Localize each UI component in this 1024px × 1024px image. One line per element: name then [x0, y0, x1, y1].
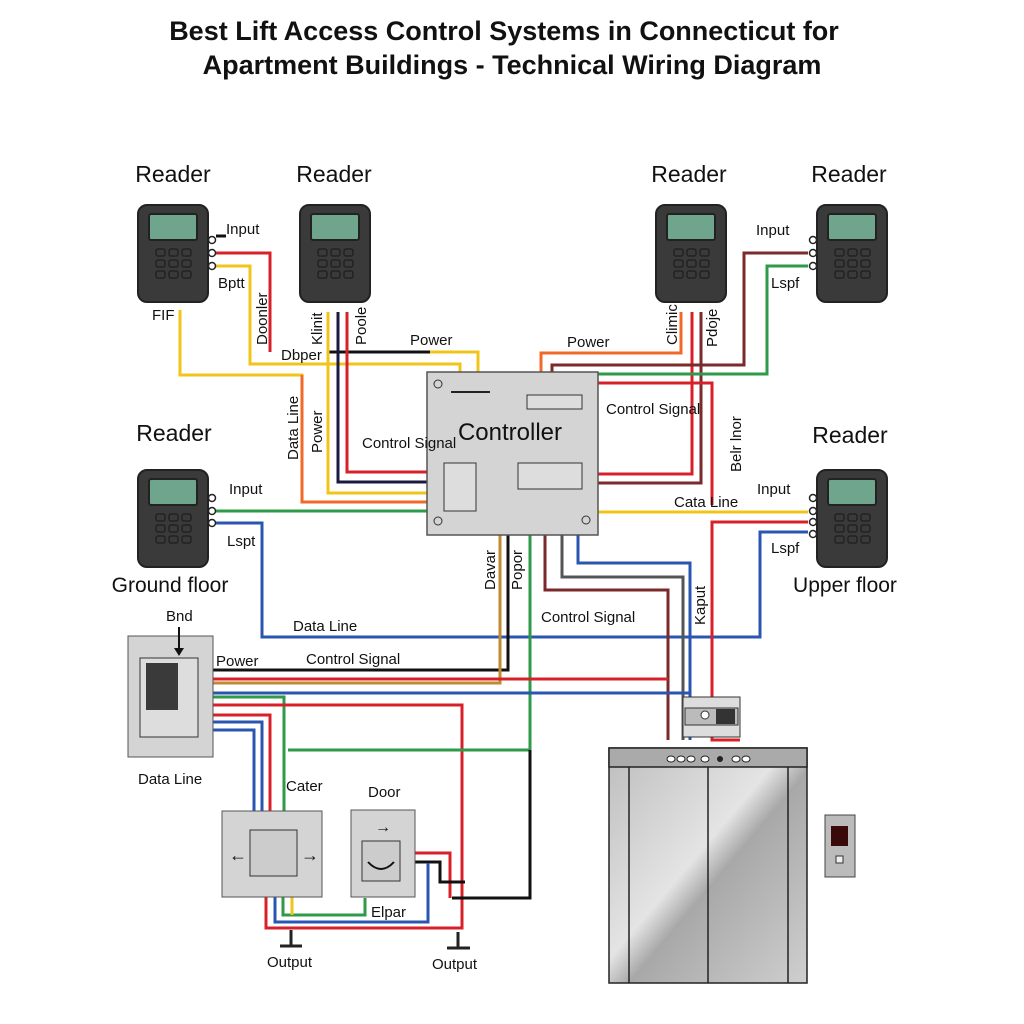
label-bnd: Bnd	[166, 608, 193, 625]
reader-6	[816, 469, 888, 568]
label-doonler: Doonler	[254, 292, 271, 345]
arrow-right-icon: →	[375, 819, 391, 836]
label-cater: Cater	[286, 778, 323, 795]
label-power-left: Power	[309, 410, 326, 453]
reader-6-label: Reader	[812, 422, 888, 448]
label-elpar: Elpar	[371, 904, 406, 921]
wire-labels: Input Bptt FIF Doonler Dbper Klinit Pool…	[138, 221, 800, 973]
label-climic: Climic	[664, 304, 681, 345]
title-line-2: Apartment Buildings - Technical Wiring D…	[203, 50, 822, 80]
access-panel	[127, 627, 214, 758]
arrow-right-icon: →	[301, 845, 319, 865]
reader-3	[655, 204, 727, 303]
label-r5-input: Input	[229, 481, 263, 498]
label-r4-input: Input	[756, 222, 790, 239]
label-panel-power: Power	[216, 653, 259, 670]
label-data-line-mid: Data Line	[293, 618, 357, 635]
reader-2	[299, 204, 371, 303]
label-r1-bptt: Bptt	[218, 275, 246, 292]
wires	[178, 234, 808, 950]
title-line-1: Best Lift Access Control Systems in Conn…	[169, 16, 839, 46]
upper-floor-label: Upper floor	[793, 574, 897, 597]
reader-5-label: Reader	[136, 420, 212, 446]
label-panel-data-line: Data Line	[138, 771, 202, 788]
label-r5-lspt: Lspt	[227, 533, 256, 550]
label-output-left: Output	[267, 954, 313, 971]
label-cata-line: Cata Line	[674, 494, 738, 511]
label-r6-input: Input	[757, 481, 791, 498]
label-door: Door	[368, 784, 401, 801]
reader-terminals	[207, 235, 818, 539]
label-r1-input: Input	[226, 221, 260, 238]
label-davar: Davar	[482, 550, 499, 590]
label-r4-lspf: Lspf	[771, 275, 800, 292]
label-control-signal-left: Control Signal	[362, 435, 456, 452]
reader-1	[137, 204, 209, 303]
reader-2-label: Reader	[296, 161, 372, 187]
label-control-signal-right: Control Signal	[606, 401, 700, 418]
label-klinit: Klinit	[309, 312, 326, 345]
label-data-line-left: Data Line	[285, 396, 302, 460]
controller: Controller	[426, 371, 599, 536]
label-poole: Poole	[353, 307, 370, 345]
controller-label: Controller	[458, 419, 562, 446]
label-kaput: Kaput	[692, 585, 709, 625]
reader-4-label: Reader	[811, 161, 887, 187]
label-power-top-left: Power	[410, 332, 453, 349]
arrow-left-icon: ←	[229, 845, 247, 865]
label-control-signal-mid: Control Signal	[541, 609, 635, 626]
label-dbper: Dbper	[281, 347, 322, 364]
label-fif: FIF	[152, 307, 175, 324]
door-lock: →	[350, 809, 416, 898]
reader-1-label: Reader	[135, 161, 211, 187]
label-popor: Popor	[509, 550, 526, 590]
label-output-right: Output	[432, 956, 478, 973]
elevator	[608, 696, 856, 984]
reader-5	[137, 469, 209, 568]
reader-3-label: Reader	[651, 161, 727, 187]
label-panel-control-signal: Control Signal	[306, 651, 400, 668]
ground-floor-label: Ground floor	[112, 574, 229, 597]
label-pdoje: Pdoje	[704, 309, 721, 347]
label-power-top-right: Power	[567, 334, 610, 351]
label-belr-lnor: Belr lnor	[728, 416, 745, 472]
label-r6-lspf: Lspf	[771, 540, 800, 557]
relay-module: ← →	[221, 810, 323, 898]
reader-4	[816, 204, 888, 303]
